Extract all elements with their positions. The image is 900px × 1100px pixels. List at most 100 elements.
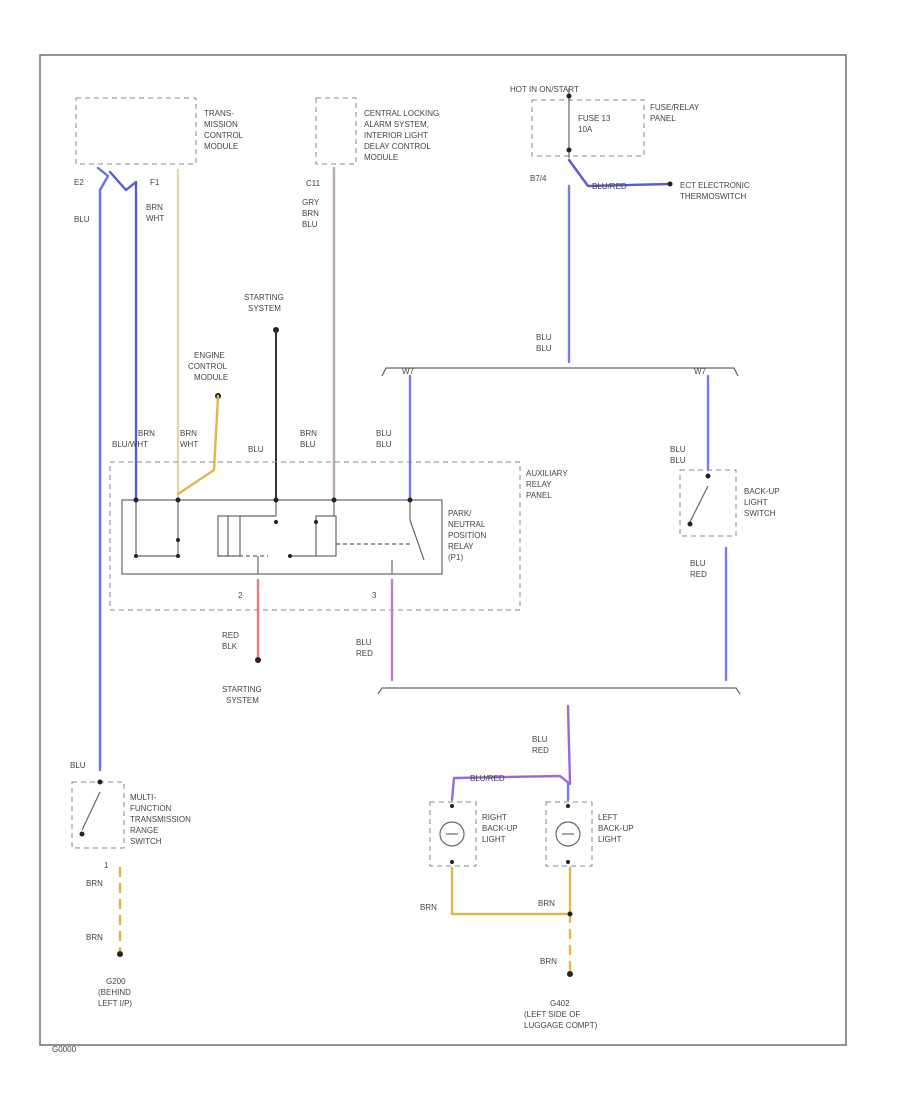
wire-label-blu-red-lights-h: BLU/RED (470, 774, 505, 783)
fuse-relay-panel-box (531, 99, 645, 157)
wire-label-blu-mid-2: BLU (300, 440, 316, 449)
tcm-label-4: MODULE (204, 142, 238, 151)
ecm-label-1: ENGINE (194, 351, 225, 360)
wire-label-brn-b: BRN (180, 429, 197, 438)
hot-label: HOT IN ON/START (510, 85, 579, 94)
wire-label-blu-red-right-2: RED (690, 570, 707, 579)
wire-label-wht-b: WHT (180, 440, 198, 449)
ground-g402[interactable] (567, 971, 573, 977)
pin-w7-b: W7 (694, 367, 707, 376)
ground-right-label-3: LUGGAGE COMPT) (524, 1021, 598, 1030)
ground-right-label-1: G402 (550, 999, 570, 1008)
ground-g200[interactable] (117, 951, 123, 957)
left-back-up-light[interactable] (545, 801, 593, 867)
wire-label-brn-r3: BRN (540, 957, 557, 966)
wire-label-brn-mid: BRN (300, 429, 317, 438)
tcm-label-2: MISSION (204, 120, 238, 129)
wire-label-blu-red-right-1: BLU (690, 559, 706, 568)
wire-label-blu-blu-right-2: BLU (670, 456, 686, 465)
starting-bottom-label-1: STARTING (222, 685, 262, 694)
ecm-label-3: MODULE (194, 373, 228, 382)
pin-3: 3 (372, 591, 377, 600)
wire-label-blk: BLK (222, 642, 238, 651)
wire-label-blu-red-lights-1: BLU (532, 735, 548, 744)
wire-label-blu-switch: BLU (70, 761, 86, 770)
relay-internal-circuit (135, 500, 425, 574)
right-light-label-1: RIGHT (482, 813, 507, 822)
right-back-up-light[interactable] (429, 801, 477, 867)
pn-relay-label-1: PARK/ (448, 509, 472, 518)
ground-left-label-2: (BEHIND (98, 988, 131, 997)
wire-label-blu-blu-left-1: BLU (376, 429, 392, 438)
multifunction-transmission-range-switch[interactable] (71, 781, 125, 849)
clm-label-1: CENTRAL LOCKING (364, 109, 439, 118)
clm-label-5: MODULE (364, 153, 398, 162)
tcm-label-1: TRANS- (204, 109, 234, 118)
left-light-label-2: BACK-UP (598, 824, 634, 833)
wire-label-brn-r1: BRN (420, 903, 437, 912)
wire-label-blu-blu-main-1: BLU (536, 333, 552, 342)
pin-c11: C11 (306, 179, 321, 188)
starting-top-label-2: SYSTEM (248, 304, 281, 313)
ground-left-label-1: G200 (106, 977, 126, 986)
right-lamp-bulb-icon (439, 821, 465, 847)
wire-label-blu-left: BLU (74, 215, 90, 224)
wire-label-brn-r2: BRN (538, 899, 555, 908)
right-light-label-3: LIGHT (482, 835, 506, 844)
wire-label-brn-2: BRN (86, 933, 103, 942)
wire-blu-red-lights[interactable] (450, 704, 572, 802)
wire-label-blu-blu-main-2: BLU (536, 344, 552, 353)
fuse-panel-label-2: PANEL (650, 114, 676, 123)
ecm-label-2: CONTROL (188, 362, 228, 371)
wire-brn-ecm[interactable] (176, 394, 220, 496)
thermo-label-2: THERMOSWITCH (680, 192, 746, 201)
mfs-label-1: MULTI- (130, 793, 156, 802)
pin-w7-a: W7 (402, 367, 415, 376)
wire-label-brn-wht-top-1: BRN (146, 203, 163, 212)
central-locking-module[interactable] (315, 97, 357, 165)
ground-left-label-3: LEFT I/P) (98, 999, 132, 1008)
pn-relay-label-2: NEUTRAL (448, 520, 486, 529)
wire-label-blu-blu-right-1: BLU (670, 445, 686, 454)
thermo-label-1: ECT ELECTRONIC (680, 181, 750, 190)
pn-relay-label-3: POSITION (448, 531, 486, 540)
wire-blu-red-thermo[interactable] (567, 158, 672, 188)
starting-top-label-1: STARTING (244, 293, 284, 302)
corner-code: G0000 (52, 1045, 77, 1054)
wire-label-gry-blu-3: BLU (302, 220, 318, 229)
fuse-panel-label-1: FUSE/RELAY (650, 103, 700, 112)
backup-switch-label-1: BACK-UP (744, 487, 780, 496)
tcm-label-3: CONTROL (204, 131, 244, 140)
clm-label-3: INTERIOR LIGHT (364, 131, 428, 140)
pn-relay-label-4: RELAY (448, 542, 474, 551)
left-light-label-1: LEFT (598, 813, 618, 822)
wire-label-blu-red-top: BLU/RED (592, 182, 627, 191)
wire-label-gry-blu-1: GRY (302, 198, 320, 207)
backup-switch-label-2: LIGHT (744, 498, 768, 507)
pin-1: 1 (104, 861, 109, 870)
wire-blu-left[interactable] (96, 166, 110, 772)
aux-panel-label-1: AUXILIARY (526, 469, 568, 478)
pin-e2: E2 (74, 178, 84, 187)
wire-label-blu-red-mid-1: BLU (356, 638, 372, 647)
wire-brn-lights[interactable] (450, 866, 572, 916)
pin-2: 2 (238, 591, 243, 600)
left-light-label-3: LIGHT (598, 835, 622, 844)
transmission-control-module[interactable] (75, 97, 197, 165)
wire-label-gry-blu-2: BRN (302, 209, 319, 218)
fuse-label-2: 10A (578, 125, 593, 134)
back-up-light-switch[interactable] (679, 469, 737, 537)
splice-bar-bottom (377, 687, 741, 695)
wire-label-blu-red-mid-2: RED (356, 649, 373, 658)
ground-right-label-2: (LEFT SIDE OF (524, 1010, 580, 1019)
park-neutral-position-relay[interactable] (121, 499, 443, 575)
wire-label-blu-wht-a: BLU/WHT (112, 440, 148, 449)
right-light-label-2: BACK-UP (482, 824, 518, 833)
wire-label-brn-1: BRN (86, 879, 103, 888)
clm-label-4: DELAY CONTROL (364, 142, 431, 151)
starting-system-bottom-connector[interactable] (255, 657, 261, 663)
mfs-label-5: SWITCH (130, 837, 162, 846)
backup-switch-label-3: SWITCH (744, 509, 776, 518)
left-lamp-bulb-icon (555, 821, 581, 847)
wire-grn-wht[interactable] (108, 170, 138, 502)
